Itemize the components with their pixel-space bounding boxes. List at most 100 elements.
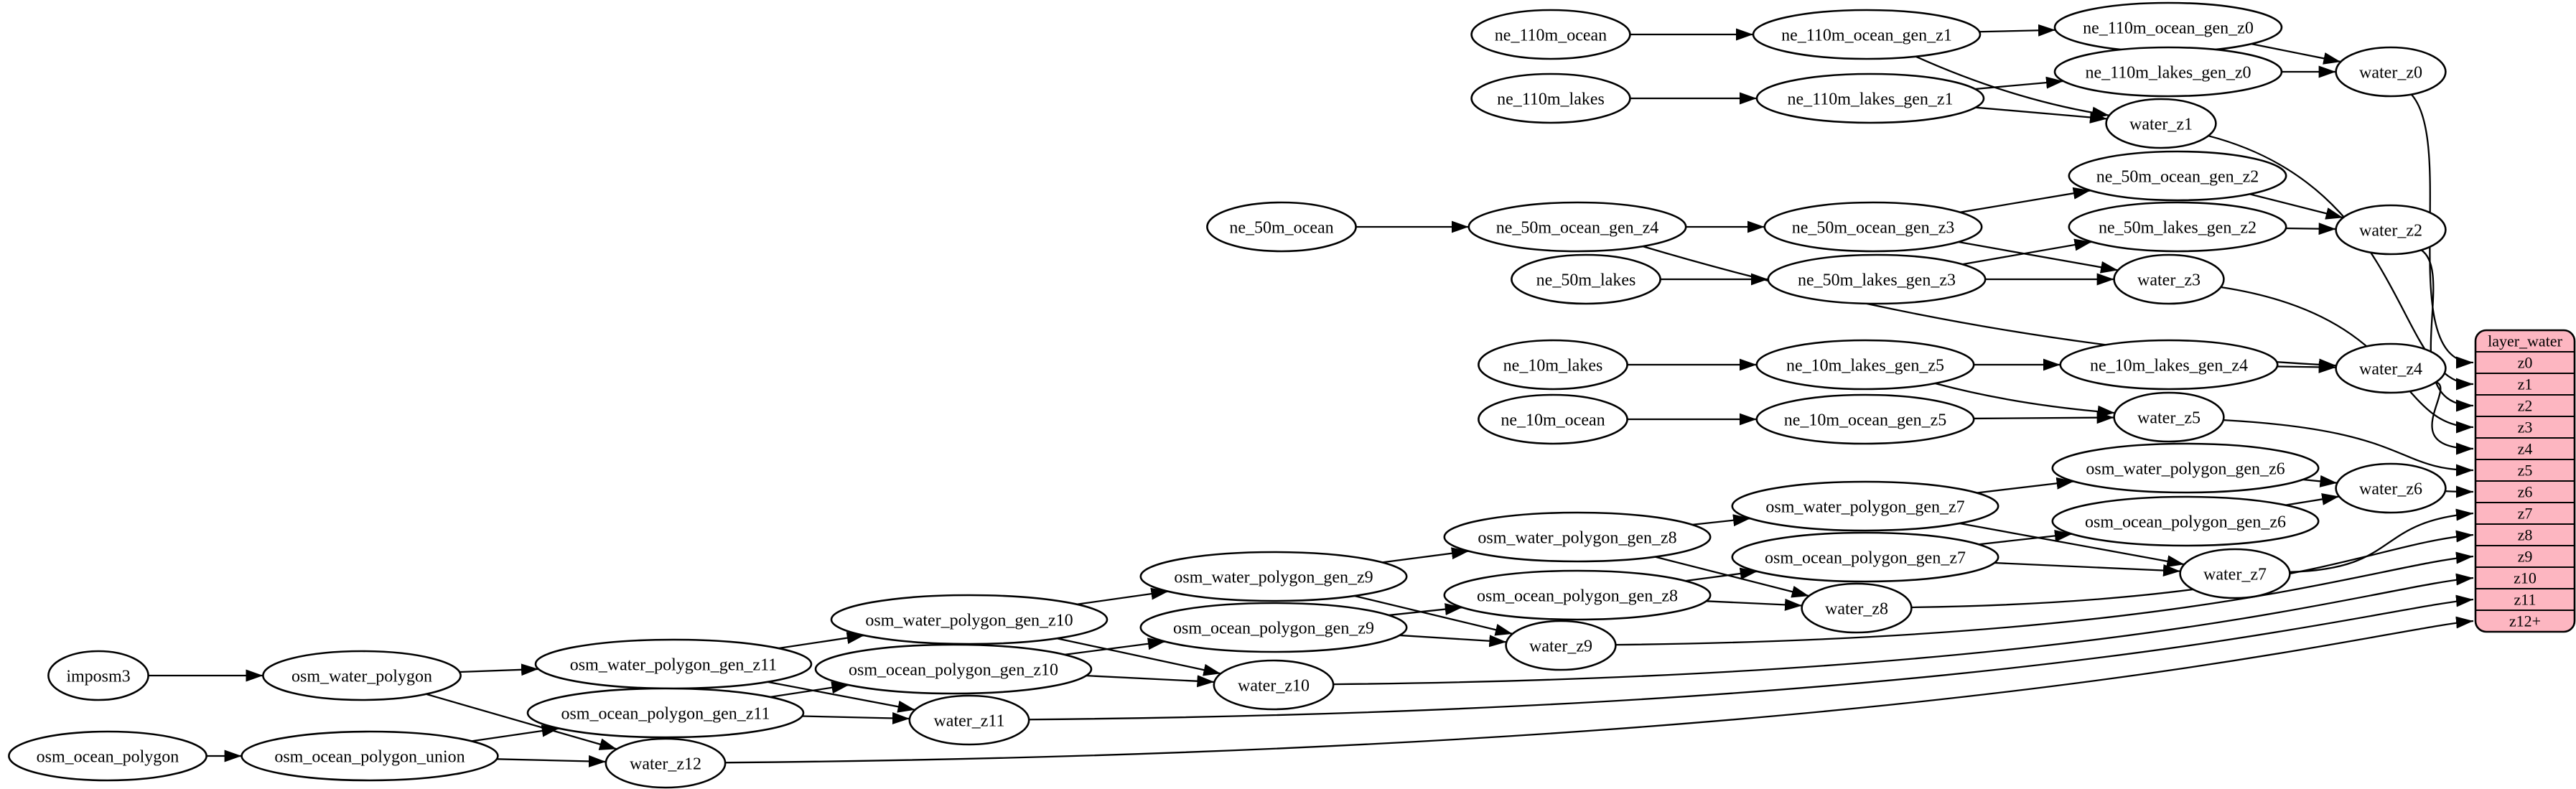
record-row-z7: z7 <box>2518 505 2533 523</box>
edge-ne_50m_ocean_gen_z3-to-water_z3 <box>1958 241 2119 274</box>
ne_50m_lakes-label: ne_50m_lakes <box>1536 271 1636 289</box>
ne_110m_lakes-label: ne_110m_lakes <box>1497 90 1605 108</box>
ne_10m_ocean_gen_z5-label: ne_10m_ocean_gen_z5 <box>1784 411 1947 429</box>
record-row-z0: z0 <box>2518 354 2533 372</box>
ne_50m_ocean_gen_z4-label: ne_50m_ocean_gen_z4 <box>1496 218 1659 237</box>
edge-osm_ocean_polygon_union-to-water_z12 <box>496 755 606 767</box>
node-ne_50m_lakes_gen_z3: ne_50m_lakes_gen_z3 <box>1767 253 1987 305</box>
node-ne_10m_lakes_gen_z5: ne_10m_lakes_gen_z5 <box>1755 339 1975 391</box>
node-water_z6: water_z6 <box>2335 462 2447 514</box>
water_z10-ellipse <box>1213 659 1335 711</box>
node-water_z7: water_z7 <box>2179 548 2291 599</box>
record-row-z1: z1 <box>2518 375 2533 393</box>
node-osm_ocean_polygon_gen_z10: osm_ocean_polygon_gen_z10 <box>814 643 1093 695</box>
record-row-z4: z4 <box>2518 440 2533 458</box>
osm_ocean_polygon_gen_z9-ellipse <box>1139 602 1408 653</box>
edge-ne_110m_lakes_gen_z1-to-water_z1 <box>1975 106 2108 123</box>
ne_50m_ocean_gen_z3-label: ne_50m_ocean_gen_z3 <box>1792 218 1955 237</box>
ne_50m_ocean_gen_z4-ellipse <box>1467 201 1687 253</box>
edge-osm_water_polygon_gen_z11-to-osm_water_polygon_gen_z10 <box>778 632 864 650</box>
ne_50m_lakes_gen_z2-ellipse <box>2068 201 2287 253</box>
osm_water_polygon_gen_z7-ellipse <box>1731 480 1999 532</box>
edge-water_z2-to-layer_water-z2 <box>2420 249 2474 412</box>
water_z5-label: water_z5 <box>2137 408 2201 427</box>
ne_110m_ocean_gen_z1-label: ne_110m_ocean_gen_z1 <box>1781 26 1952 45</box>
osm_water_polygon_gen_z6-label: osm_water_polygon_gen_z6 <box>2086 459 2285 478</box>
node-osm_water_polygon_gen_z6: osm_water_polygon_gen_z6 <box>2051 442 2320 494</box>
osm_ocean_polygon_gen_z7-ellipse <box>1731 531 1999 583</box>
edge-osm_water_polygon_gen_z7-to-osm_water_polygon_gen_z6 <box>1977 477 2074 494</box>
edges-layer <box>148 24 2474 767</box>
water_z1-ellipse <box>2105 98 2217 149</box>
record-row-z11: z11 <box>2514 591 2537 609</box>
node-water_z8: water_z8 <box>1801 582 1913 634</box>
osm_water_polygon_gen_z10-label: osm_water_polygon_gen_z10 <box>865 611 1073 630</box>
edge-ne_10m_ocean_gen_z5-to-water_z5 <box>1974 411 2114 424</box>
osm_ocean_polygon_gen_z11-ellipse <box>526 687 805 739</box>
edge-water_z9-to-layer_water-z9 <box>1615 551 2474 646</box>
water_z9-ellipse <box>1505 620 1617 671</box>
node-ne_10m_ocean: ne_10m_ocean <box>1478 393 1628 445</box>
node-ne_110m_lakes: ne_110m_lakes <box>1470 73 1631 124</box>
ne_50m_lakes_gen_z3-label: ne_50m_lakes_gen_z3 <box>1798 271 1956 289</box>
edge-water_z10-to-layer_water-z10 <box>1333 573 2474 686</box>
ne_110m_lakes-ellipse <box>1470 73 1631 124</box>
edge-water_z7-to-layer_water-z7 <box>2290 508 2474 573</box>
ne_50m_ocean-label: ne_50m_ocean <box>1229 218 1333 237</box>
record-row-z8: z8 <box>2518 526 2533 544</box>
record-row-z3: z3 <box>2518 419 2533 436</box>
node-osm_water_polygon: osm_water_polygon <box>262 650 462 701</box>
node-water_z5: water_z5 <box>2113 391 2225 443</box>
node-osm_water_polygon_gen_z9: osm_water_polygon_gen_z9 <box>1139 551 1408 602</box>
node-ne_110m_ocean: ne_110m_ocean <box>1470 9 1631 60</box>
edge-osm_ocean_polygon_gen_z10-to-osm_ocean_polygon_gen_z9 <box>1064 638 1166 656</box>
ne_50m_ocean_gen_z3-ellipse <box>1763 201 1983 253</box>
node-water_z11: water_z11 <box>908 694 1030 746</box>
edge-osm_water_polygon_gen_z8-to-osm_water_polygon_gen_z7 <box>1691 514 1751 527</box>
node-ne_110m_lakes_gen_z1: ne_110m_lakes_gen_z1 <box>1755 73 1985 124</box>
edge-osm_ocean_polygon_gen_z10-to-water_z10 <box>1086 674 1215 688</box>
edge-ne_10m_lakes_gen_z4-to-water_z4 <box>2277 360 2336 373</box>
osm_ocean_polygon_gen_z8-ellipse <box>1443 569 1712 621</box>
edge-ne_10m_lakes_gen_z5-to-water_z5 <box>1935 382 2115 418</box>
water_z8-label: water_z8 <box>1825 599 1888 618</box>
osm_ocean_polygon_gen_z7-label: osm_ocean_polygon_gen_z7 <box>1765 548 1966 567</box>
water_z12-label: water_z12 <box>630 755 701 773</box>
ne_50m_lakes-ellipse <box>1511 253 1661 305</box>
edge-osm_water_polygon_gen_z10-to-osm_water_polygon_gen_z9 <box>1076 587 1169 605</box>
edge-osm_water_polygon_gen_z9-to-osm_water_polygon_gen_z8 <box>1381 547 1470 564</box>
node-osm_water_polygon_gen_z10: osm_water_polygon_gen_z10 <box>830 594 1109 645</box>
ne_50m_ocean_gen_z2-ellipse <box>2068 150 2287 202</box>
edge-osm_water_polygon_gen_z7-to-water_z7 <box>1959 522 2185 568</box>
record-row-z12+: z12+ <box>2509 612 2541 630</box>
water_z11-label: water_z11 <box>933 711 1004 730</box>
water_z2-label: water_z2 <box>2359 221 2422 240</box>
ne_10m_lakes_gen_z5-label: ne_10m_lakes_gen_z5 <box>1786 356 1944 375</box>
water_z6-ellipse <box>2335 462 2447 514</box>
water_z0-label: water_z0 <box>2359 63 2422 82</box>
ne_50m_lakes_gen_z2-label: ne_50m_lakes_gen_z2 <box>2099 218 2257 237</box>
water_z12-ellipse <box>605 737 727 789</box>
ne_10m_lakes-ellipse <box>1478 339 1628 391</box>
node-ne_10m_ocean_gen_z5: ne_10m_ocean_gen_z5 <box>1755 393 1975 445</box>
osm_ocean_polygon_union-label: osm_ocean_polygon_union <box>274 747 465 766</box>
node-ne_50m_ocean_gen_z3: ne_50m_ocean_gen_z3 <box>1763 201 1983 253</box>
water_z5-ellipse <box>2113 391 2225 443</box>
node-ne_110m_lakes_gen_z0: ne_110m_lakes_gen_z0 <box>2053 46 2283 98</box>
edge-osm_ocean_polygon_gen_z7-to-water_z7 <box>1994 561 2181 577</box>
water_z7-ellipse <box>2179 548 2291 599</box>
edge-water_z5-to-layer_water-z5 <box>2223 419 2474 477</box>
water_z4-label: water_z4 <box>2359 360 2422 378</box>
node-ne_110m_ocean_gen_z1: ne_110m_ocean_gen_z1 <box>1752 9 1982 60</box>
osm_ocean_polygon_gen_z10-ellipse <box>814 643 1093 695</box>
record-row-z2: z2 <box>2518 397 2533 415</box>
ne_10m_lakes_gen_z4-ellipse <box>2059 339 2279 391</box>
node-osm_water_polygon_gen_z7: osm_water_polygon_gen_z7 <box>1731 480 1999 532</box>
ne_10m_lakes-label: ne_10m_lakes <box>1503 356 1603 375</box>
water_z7-label: water_z7 <box>2203 565 2267 584</box>
node-osm_ocean_polygon_gen_z11: osm_ocean_polygon_gen_z11 <box>526 687 805 739</box>
edge-osm_ocean_polygon_gen_z9-to-osm_ocean_polygon_gen_z8 <box>1389 603 1462 617</box>
ne_10m_lakes_gen_z4-label: ne_10m_lakes_gen_z4 <box>2090 356 2248 375</box>
ne_110m_ocean-ellipse <box>1470 9 1631 60</box>
